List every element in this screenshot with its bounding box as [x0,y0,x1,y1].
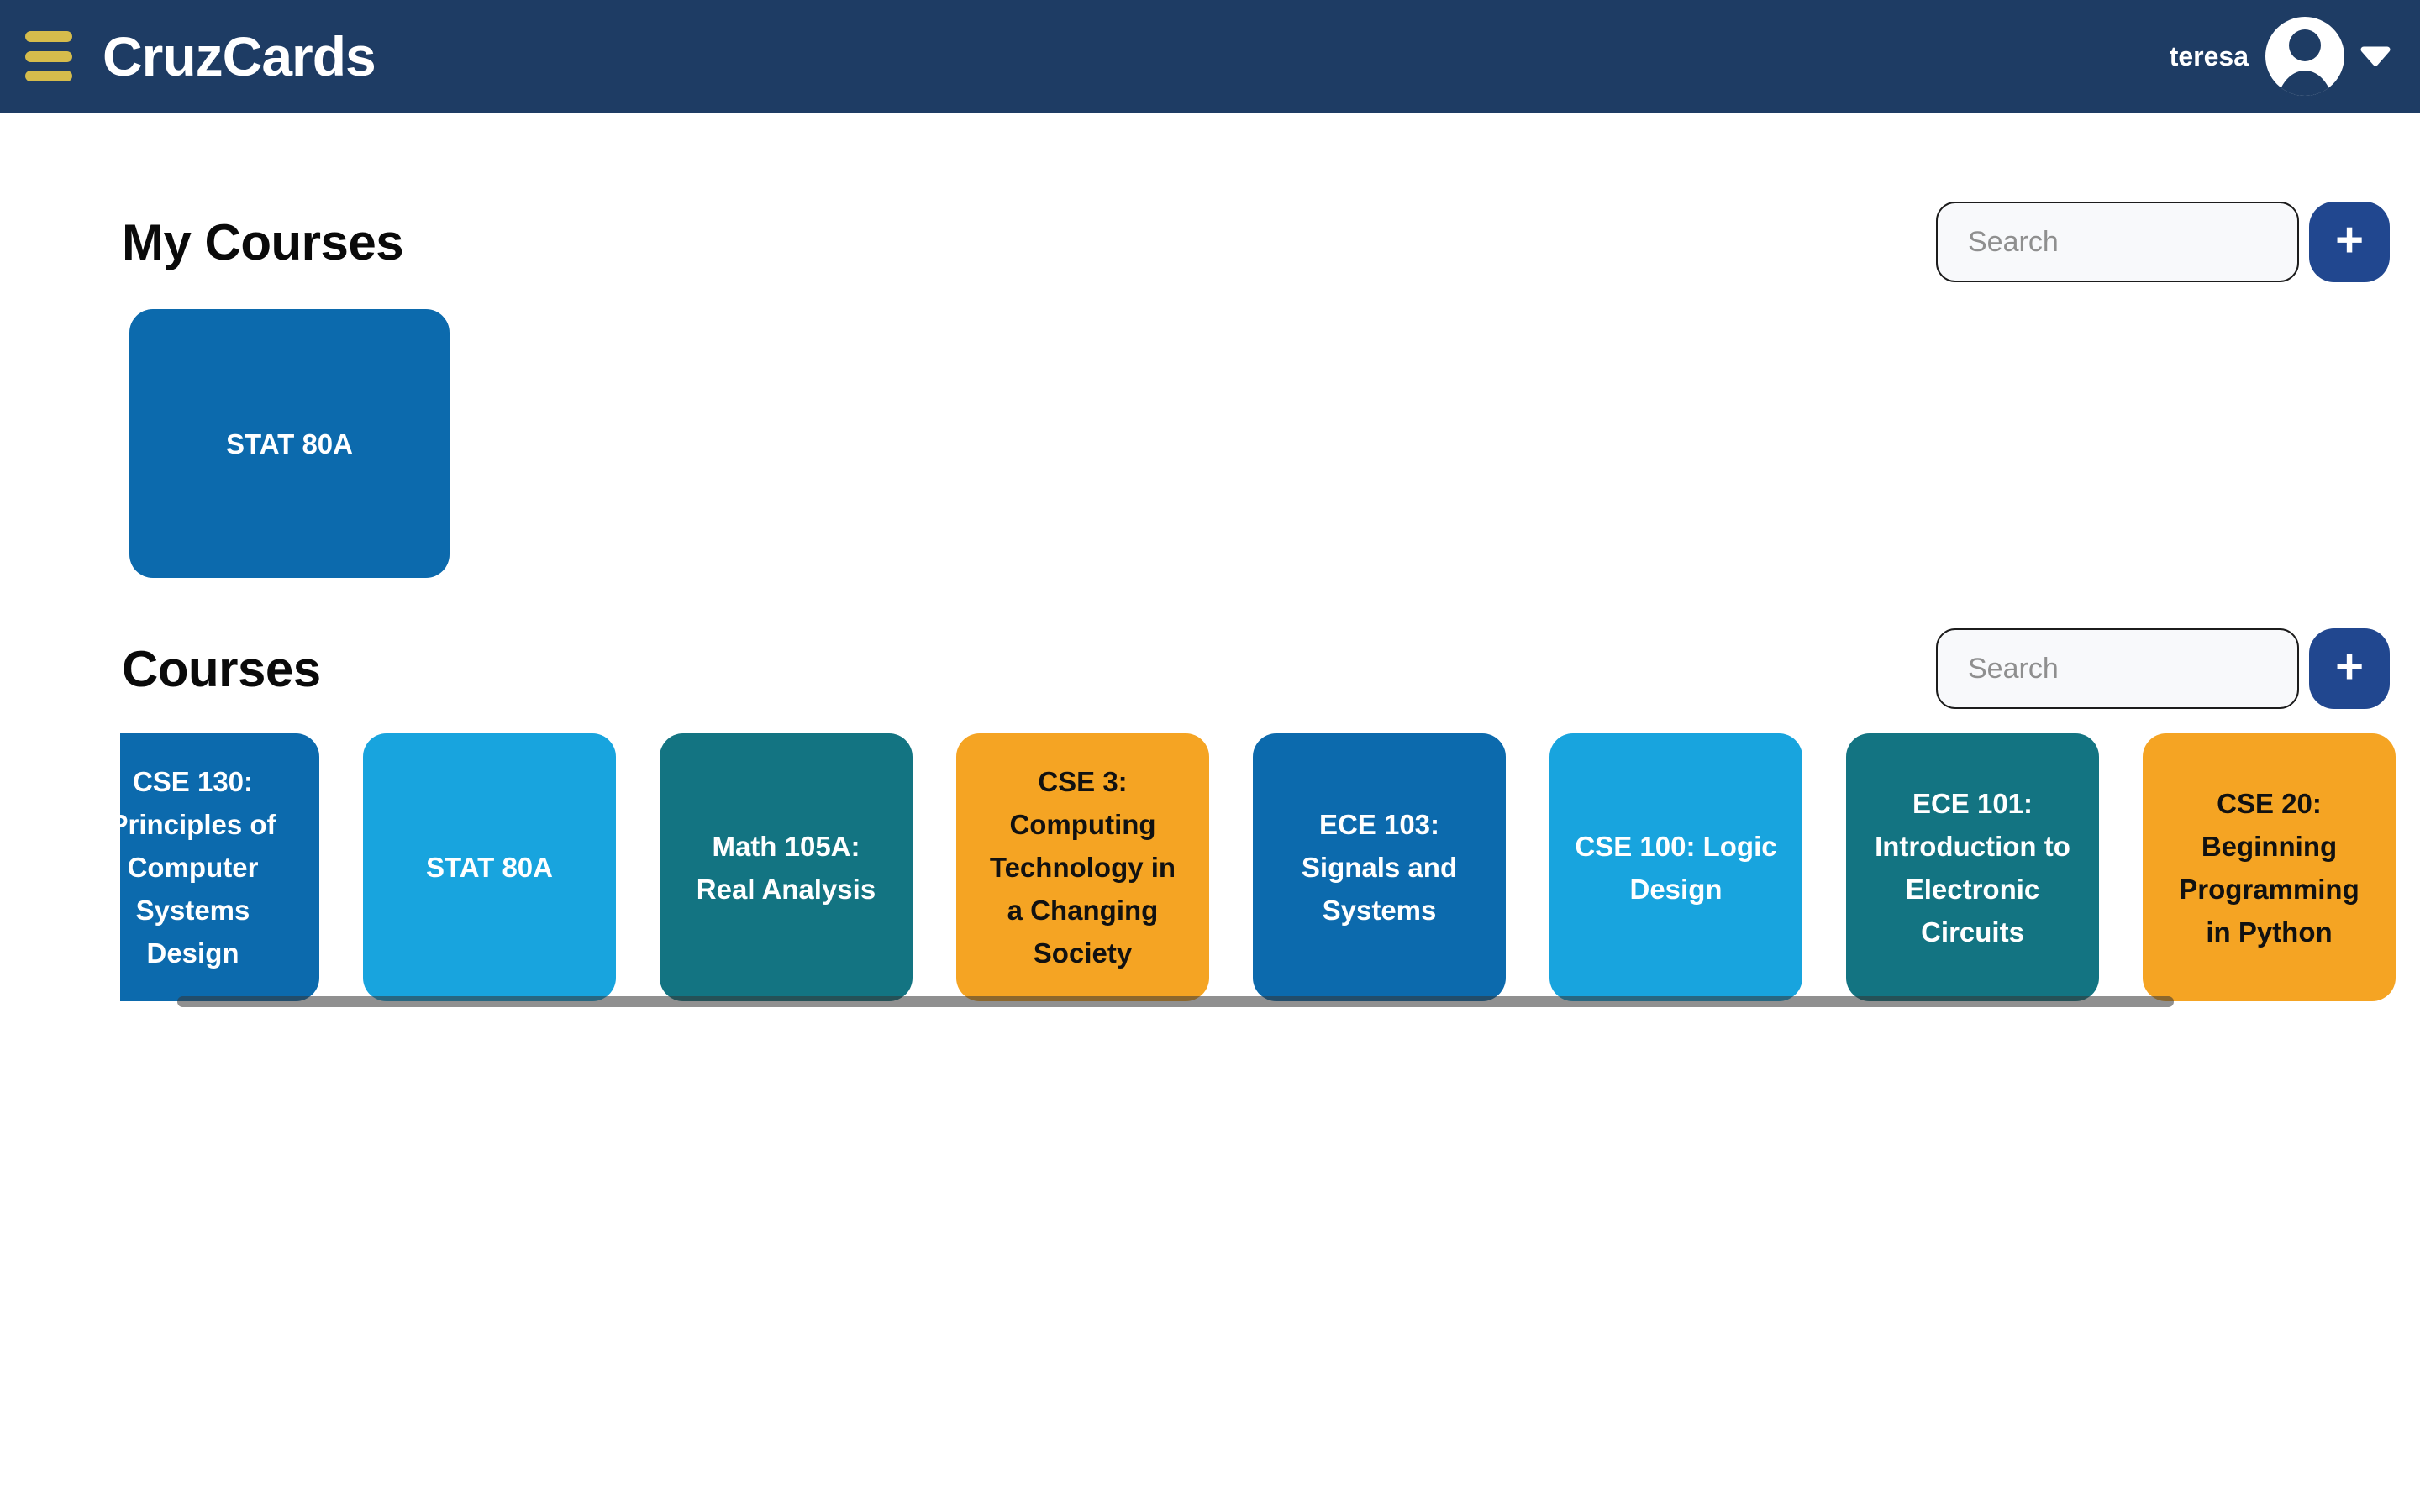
app-header: CruzCards teresa [0,0,2420,113]
my-courses-card-list: STAT 80A [0,309,2420,578]
app-title: CruzCards [103,25,376,87]
my-courses-search-input[interactable] [1936,202,2299,282]
courses-search-group: + [1936,628,2390,709]
course-card-label-line: Circuits [1921,916,2024,948]
horizontal-scrollbar-thumb[interactable] [177,996,2174,1007]
course-card-label-line: in Python [2206,916,2333,948]
course-card-label-line: Systems [135,895,250,926]
course-card-label-line: Technology in [989,852,1176,883]
course-card-label-line: Computer [127,852,259,883]
course-card-label-line: Design [146,937,239,969]
avatar-head-shape [2289,29,2321,61]
username-label: teresa [2169,40,2249,71]
course-card-label-line: CSE 20: [2217,787,2322,819]
course-card-label-line: Real Analysis [696,873,876,905]
hamburger-menu-icon[interactable] [25,31,72,81]
main-content: My Courses + STAT 80A Courses + CSE 130:… [0,202,2420,1007]
courses-header-row: Courses + [0,628,2420,709]
course-card-label-line: Programming [2179,873,2360,905]
course-card-label-line: CSE 130: [132,766,254,797]
course-card-label-line: STAT 80A [226,428,353,459]
course-card-label-line: STAT 80A [426,852,553,883]
my-courses-header-row: My Courses + [0,202,2420,282]
my-courses-search-group: + [1936,202,2390,282]
courses-add-button[interactable]: + [2309,628,2390,709]
course-card-label-line: Computing [1009,809,1156,840]
hamburger-bar [25,50,72,62]
courses-title: Courses [122,640,321,697]
course-card-label-line: Society [1033,937,1133,969]
avatar-shoulders-shape [2276,71,2333,96]
course-card-label-line: CSE 3: [1038,766,1128,797]
course-card-label-line: ECE 101: [1912,787,2033,819]
chevron-down-icon[interactable] [2360,45,2391,67]
user-avatar-icon[interactable] [2265,17,2344,96]
course-card-label-line: Signals and [1301,852,1458,883]
course-card-label-line: Beginning [2201,830,2338,862]
course-card-label-line: Design [1629,873,1723,905]
course-card-label-line: ECE 103: [1318,809,1440,840]
course-card-label-line: Math 105A: [712,830,860,862]
courses-search-input[interactable] [1936,628,2299,709]
course-card[interactable]: STAT 80A [363,733,616,1001]
course-card-label-line: Systems [1322,895,1437,926]
course-card[interactable]: STAT 80A [129,309,450,578]
hamburger-bar [25,71,72,81]
course-card-label-line: CSE 100: Logic [1575,830,1777,862]
course-card[interactable]: Math 105A: Real Analysis [660,733,913,1001]
course-card-label-line: Introduction to [1875,830,2070,862]
my-courses-add-button[interactable]: + [2309,202,2390,282]
my-courses-title: My Courses [122,213,404,270]
course-card-label-line: Principles of [120,809,276,840]
course-card-label-line: Electronic [1905,873,2040,905]
course-card-label-line: a Changing [1007,895,1159,926]
hamburger-bar [25,31,72,42]
